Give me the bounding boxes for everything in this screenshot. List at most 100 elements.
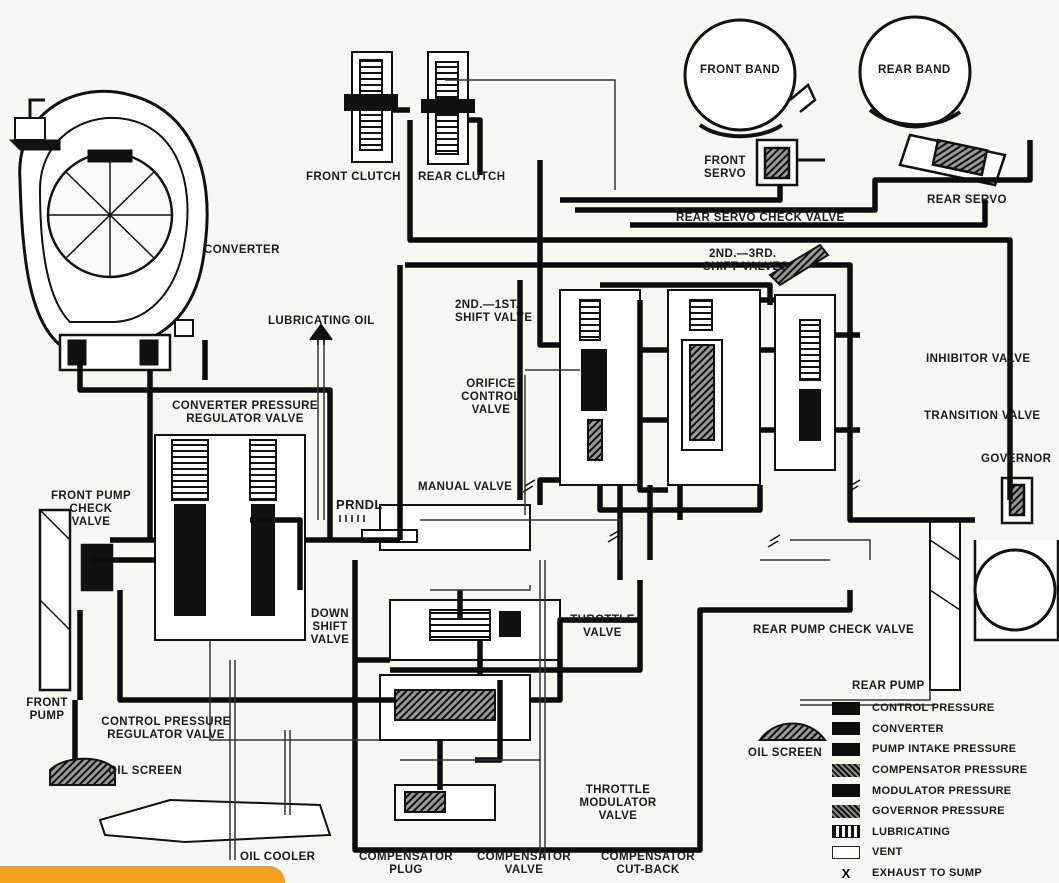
- orifice-line-2: CONTROL: [461, 391, 521, 403]
- shift-23-line-1: 2ND.—3RD.: [709, 248, 777, 260]
- compensator-valve-label: COMPENSATOR VALVE: [474, 851, 574, 877]
- front-clutch: [344, 51, 398, 163]
- control-pressure-regulator-label: CONTROL PRESSURE REGULATOR VALVE: [96, 716, 236, 742]
- shift-lever: [768, 243, 830, 287]
- legend-label: CONVERTER: [872, 722, 944, 735]
- oil-screen-left-shape: [49, 757, 116, 786]
- comp-plug-line-2: PLUG: [389, 864, 423, 876]
- legend-row: LUBRICATING: [832, 822, 1057, 843]
- throttle-mod-line-3: VALVE: [598, 810, 638, 822]
- governor-label: GOVERNOR: [981, 453, 1052, 465]
- oil-screen-left-label: OIL SCREEN: [108, 765, 183, 777]
- shift-23-label: 2ND.—3RD. SHIFT VALVES: [703, 248, 789, 274]
- legend-swatch: [832, 763, 860, 777]
- comp-cut-line-2: CUT-BACK: [616, 864, 680, 876]
- rear-pump-housing: [929, 519, 961, 691]
- vent-lines: [209, 79, 935, 860]
- legend-swatch: [832, 722, 860, 736]
- corner-accent-tab: [0, 866, 285, 883]
- front-band: [683, 18, 817, 139]
- orifice-control-label: ORIFICE CONTROL VALVE: [456, 378, 526, 417]
- governor: [973, 476, 1059, 642]
- comp-cut-line-1: COMPENSATOR: [600, 851, 696, 863]
- throttle-valve-line-1: THROTTLE: [570, 614, 635, 626]
- down-shift-line-1: DOWN: [310, 608, 349, 620]
- fpcv-line-3: VALVE: [71, 516, 111, 528]
- front-servo-label: FRONT SERVO: [700, 155, 750, 181]
- legend: CONTROL PRESSURE CONVERTER PUMP INTAKE P…: [832, 698, 1057, 883]
- front-servo: [755, 138, 825, 187]
- legend-swatch: [832, 804, 860, 818]
- legend-label: VENT: [872, 846, 903, 859]
- exhaust-marks: [522, 479, 861, 548]
- exhaust-x-icon: X: [841, 865, 851, 881]
- legend-row: X EXHAUST TO SUMP: [832, 863, 1057, 883]
- comp-valve-line-1: COMPENSATOR: [476, 851, 572, 863]
- shift-21-line-2: SHIFT VALVE: [455, 312, 533, 324]
- rear-servo-label: REAR SERVO: [927, 194, 1007, 206]
- throttle-valve-label: THROTTLE VALVE: [565, 614, 640, 640]
- legend-label: CONTROL PRESSURE: [872, 702, 995, 715]
- shift-23-line-2: SHIFT VALVES: [703, 261, 789, 273]
- inhibitor-valve-label: INHIBITOR VALVE: [926, 353, 1031, 365]
- legend-row: MODULATOR PRESSURE: [832, 780, 1057, 801]
- oil-screen-right-shape: [758, 722, 827, 741]
- legend-swatch: [832, 784, 860, 798]
- rear-servo-check-valve-label: REAR SERVO CHECK VALVE: [676, 212, 845, 224]
- conv-press-line-1: CONVERTER PRESSURE: [172, 400, 318, 412]
- converter-housing: [8, 89, 209, 372]
- legend-row: GOVERNOR PRESSURE: [832, 801, 1057, 822]
- throttle-mod-line-2: MODULATOR: [579, 797, 657, 809]
- oil-cooler-label: OIL COOLER: [240, 851, 316, 863]
- rear-pump-label: REAR PUMP: [852, 680, 925, 692]
- legend-swatch: [832, 701, 860, 715]
- throttle-mod-line-1: THROTTLE: [585, 784, 651, 796]
- fpcv-line-2: CHECK: [69, 503, 113, 515]
- lubricating-oil-label: LUBRICATING OIL: [268, 315, 375, 327]
- shift-21-line-1: 2ND.—1ST.: [455, 299, 520, 311]
- compensator-cutback-label: COMPENSATOR CUT-BACK: [598, 851, 698, 877]
- down-shift-line-2: SHIFT: [312, 621, 348, 633]
- front-pump-line-2: PUMP: [29, 710, 65, 722]
- prndl-ticks: [339, 515, 365, 522]
- legend-row: VENT: [832, 842, 1057, 863]
- legend-swatch: [832, 825, 860, 839]
- conv-press-line-2: REGULATOR VALVE: [186, 413, 304, 425]
- rear-band-label: REAR BAND: [878, 64, 951, 76]
- manual-valve-label: MANUAL VALVE: [418, 481, 513, 493]
- legend-label: COMPENSATOR PRESSURE: [872, 764, 1028, 777]
- throttle-valve-line-2: VALVE: [583, 627, 622, 639]
- transition-valve-label: TRANSITION VALVE: [924, 410, 1041, 422]
- converter-label: CONVERTER: [204, 244, 280, 256]
- compensator-block: [379, 674, 531, 821]
- down-shift-valve-label: DOWN SHIFT VALVE: [305, 608, 355, 647]
- rear-clutch: [421, 51, 475, 165]
- converter-pressure-regulator-label: CONVERTER PRESSURE REGULATOR VALVE: [165, 400, 325, 426]
- down-shift-line-3: VALVE: [310, 634, 350, 646]
- legend-label: PUMP INTAKE PRESSURE: [872, 743, 1017, 756]
- front-servo-line-2: SERVO: [703, 168, 747, 180]
- front-servo-line-1: FRONT: [704, 155, 746, 167]
- legend-swatch: [832, 742, 860, 756]
- front-pump-label: FRONT PUMP: [22, 697, 72, 723]
- throttle-modulator-valve-label: THROTTLE MODULATOR VALVE: [578, 784, 658, 823]
- converter-pressure-regulator: [154, 434, 306, 641]
- control-press-line-1: CONTROL PRESSURE: [101, 716, 231, 728]
- comp-valve-line-2: VALVE: [504, 864, 544, 876]
- control-press-line-2: REGULATOR VALVE: [107, 729, 225, 741]
- front-band-label: FRONT BAND: [700, 64, 781, 76]
- legend-label: EXHAUST TO SUMP: [872, 867, 983, 880]
- rear-band: [858, 15, 972, 129]
- legend-swatch: [832, 845, 860, 859]
- front-pump-line-1: FRONT: [26, 697, 68, 709]
- orifice-line-1: ORIFICE: [466, 378, 516, 390]
- legend-row: COMPENSATOR PRESSURE: [832, 760, 1057, 781]
- legend-label: MODULATOR PRESSURE: [872, 784, 1012, 797]
- front-clutch-label: FRONT CLUTCH: [306, 171, 401, 183]
- shift-21-label: 2ND.—1ST. SHIFT VALVE: [455, 299, 532, 325]
- rear-pump-check-valve-label: REAR PUMP CHECK VALVE: [753, 624, 915, 636]
- legend-row: CONTROL PRESSURE: [832, 698, 1057, 719]
- rear-servo: [898, 133, 1007, 187]
